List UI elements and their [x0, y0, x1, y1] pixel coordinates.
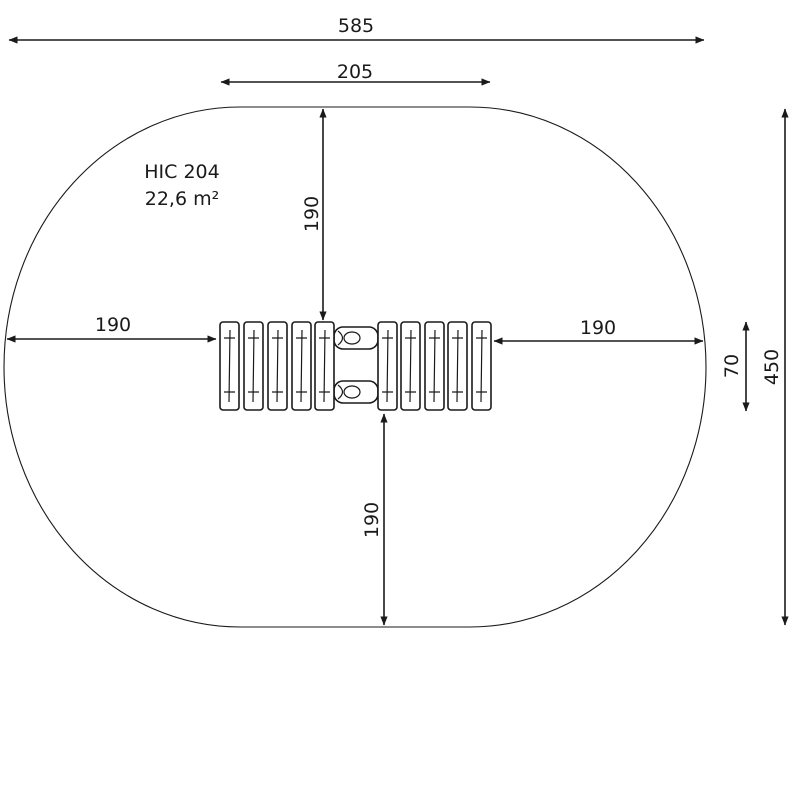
bottom-clearance-label: 190 — [361, 502, 383, 538]
chain-link-lower — [333, 380, 379, 404]
total-width-label: 585 — [338, 15, 374, 37]
safety-area-outline — [3, 106, 707, 628]
plank-group-left — [219, 321, 335, 411]
right-clearance-label: 190 — [580, 317, 616, 339]
chain-link-upper — [333, 326, 379, 350]
equipment-plan — [219, 321, 492, 411]
hic-area-label: 22,6 m² — [145, 188, 219, 210]
hic-code-label: HIC 204 — [144, 161, 219, 183]
left-clearance-label: 190 — [95, 314, 131, 336]
total-depth-label: 450 — [761, 349, 783, 385]
equipment-length-label: 205 — [337, 61, 373, 83]
equipment-depth-label: 70 — [721, 354, 743, 378]
plank-group-right — [377, 321, 492, 411]
top-clearance-label: 190 — [301, 196, 323, 232]
